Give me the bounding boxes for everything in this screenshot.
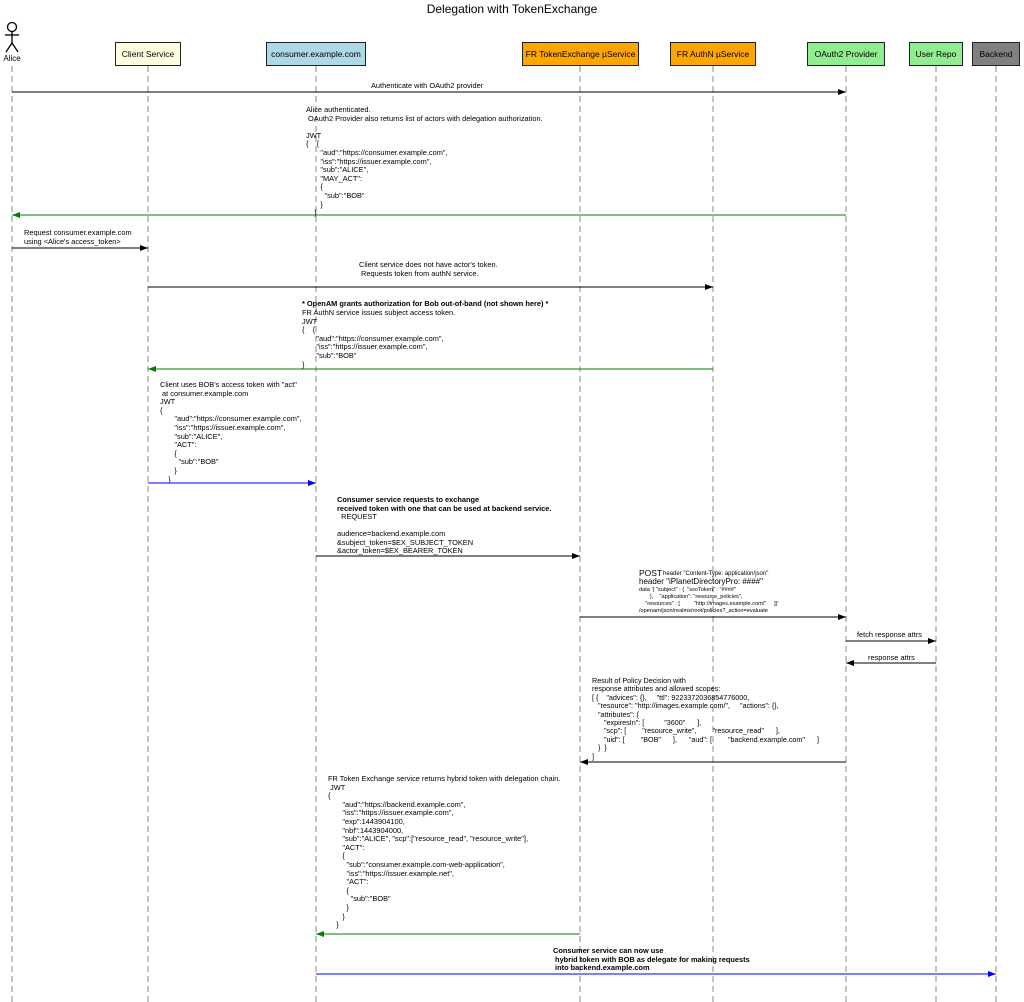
participant-backend: Backend <box>972 42 1020 66</box>
participant-consumer: consumer.example.com <box>266 42 366 66</box>
message-alice-authenticated: Alice authenticated. OAuth2 Provider als… <box>306 105 543 218</box>
message-exchange-title: Consumer service requests to exchange re… <box>337 495 552 513</box>
participant-tokenexchange-label: FR TokenExchange µService <box>525 49 636 59</box>
message-backend-request: Consumer service can now use hybrid toke… <box>553 946 750 973</box>
participant-authn-label: FR AuthN µService <box>676 49 750 59</box>
message-post: POST <box>639 568 663 578</box>
participant-userrepo-label: User Repo <box>915 49 957 59</box>
message-policy-data: data '{ "subject" : { "ssoToken" : "####… <box>639 587 779 614</box>
message-subject-token: FR AuthN service issues subject access t… <box>302 308 456 369</box>
message-request-authn: Client service does not have actor's tok… <box>359 260 498 278</box>
message-openam-grant: * OpenAM grants authorization for Bob ou… <box>302 299 549 308</box>
message-request-consumer: Request consumer.example.com using <Alic… <box>24 228 132 246</box>
message-authenticate: Authenticate with OAuth2 provider <box>371 81 484 90</box>
message-fetch-attrs: fetch response attrs <box>857 630 922 639</box>
alice-actor-icon <box>5 21 19 53</box>
participant-backend-label: Backend <box>979 49 1013 59</box>
message-hybrid-token: FR Token Exchange service returns hybrid… <box>328 774 561 930</box>
participant-tokenexchange: FR TokenExchange µService <box>522 42 639 66</box>
participant-client-label: Client Service <box>121 49 175 59</box>
participant-alice-label: Alice <box>3 54 21 63</box>
message-policy-result: Result of Policy Decision with response … <box>592 676 819 761</box>
participant-oauth2: OAuth2 Provider <box>807 42 885 66</box>
participant-authn: FR AuthN µService <box>670 42 756 66</box>
message-header-sso: header "iPlanetDirectoryPro: ####" <box>639 577 763 586</box>
participant-userrepo: User Repo <box>909 42 963 66</box>
message-exchange-request: REQUEST audience=backend.example.com &su… <box>337 512 474 556</box>
participant-client: Client Service <box>115 42 181 66</box>
message-bob-token: Client uses BOB's access token with "act… <box>160 380 302 484</box>
participant-oauth2-label: OAuth2 Provider <box>814 49 878 59</box>
message-content-type: header "Content-Type: application/json" <box>663 571 769 577</box>
participant-consumer-label: consumer.example.com <box>271 49 361 59</box>
message-response-attrs: response attrs <box>868 653 915 662</box>
diagram-title: Delegation with TokenExchange <box>426 2 598 16</box>
